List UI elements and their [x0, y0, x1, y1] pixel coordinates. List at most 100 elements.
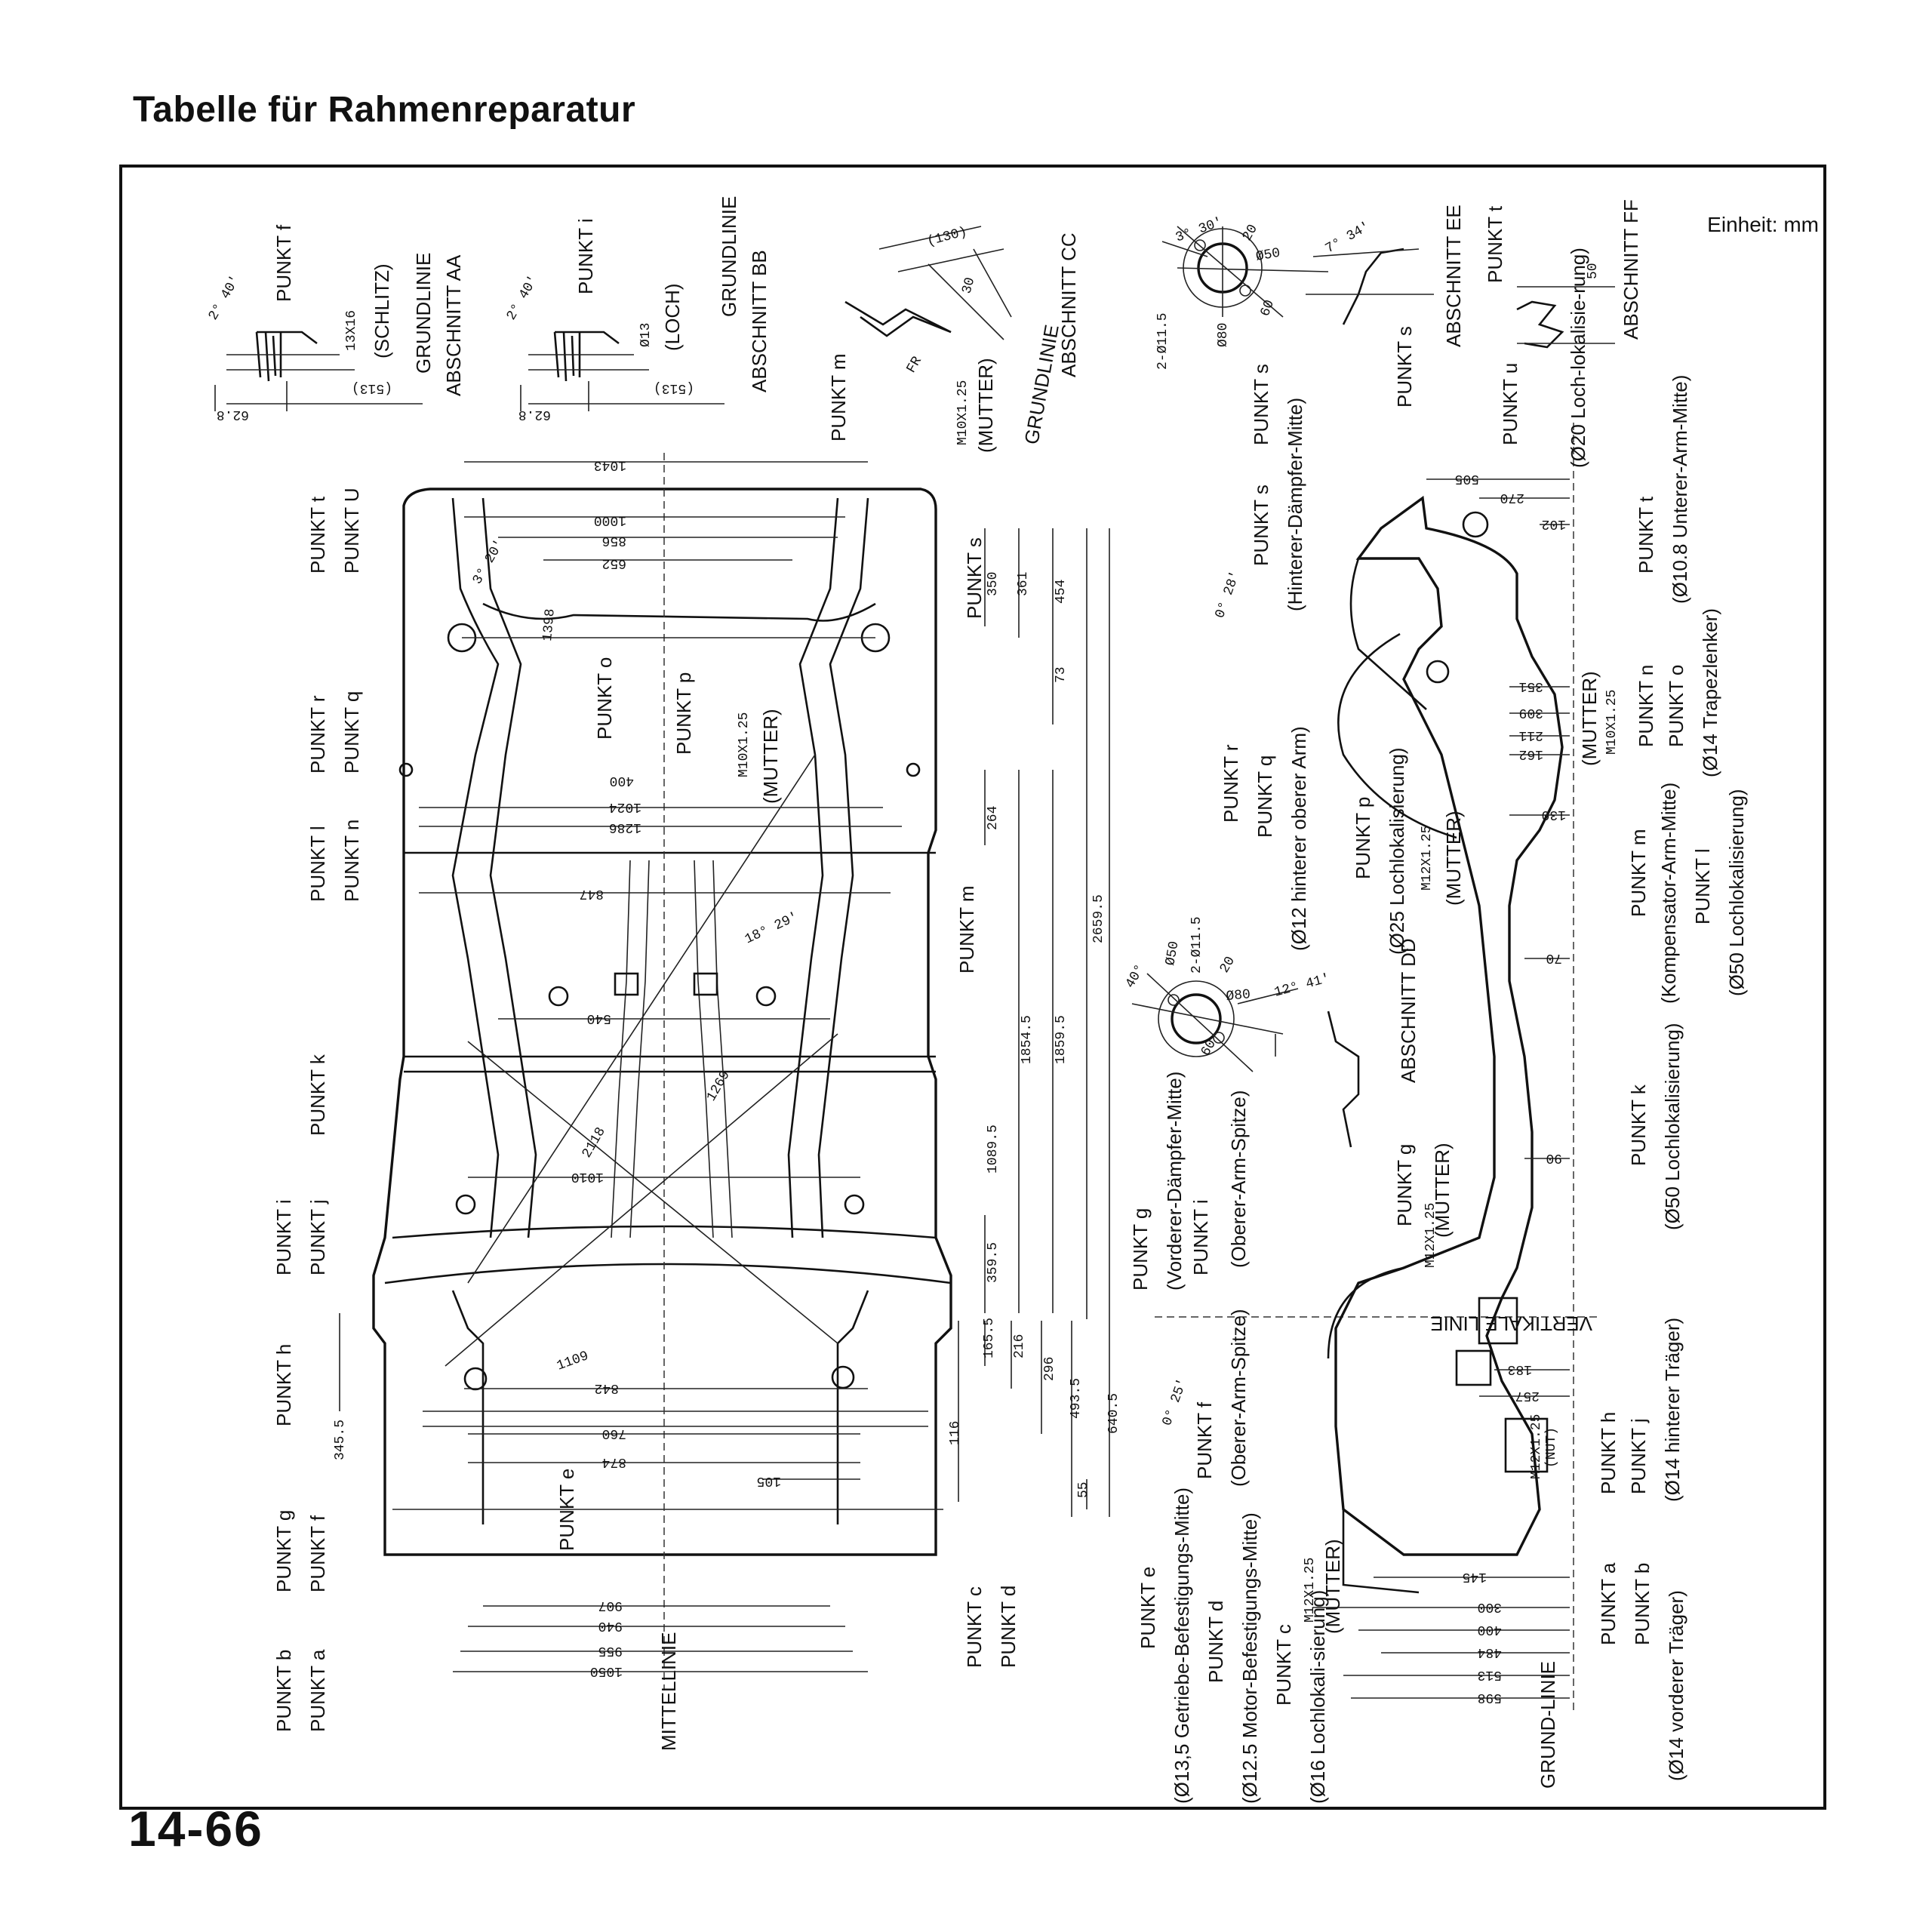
section-ee-name: ABSCHNITT EE: [1442, 205, 1465, 347]
side-label-m: PUNKT m: [1627, 829, 1650, 917]
side-dim-505: 505: [1455, 471, 1479, 486]
side-dim-309: 309: [1519, 705, 1543, 720]
detail-g-angle: 40°: [1123, 962, 1149, 991]
side-label-r: PUNKT r: [1220, 744, 1242, 823]
section-ee-point: PUNKT s: [1393, 326, 1416, 408]
centerline-label: MITTELLINIE: [657, 1632, 680, 1751]
label-punkt-i: PUNKT i: [272, 1199, 295, 1275]
section-bb-size: Ø13: [638, 323, 654, 347]
label-punkt-s: PUNKT s: [963, 537, 986, 619]
label-punkt-f: PUNKT f: [306, 1515, 329, 1592]
side-sub-p: (Ø25 Lochlokalisierung): [1386, 747, 1408, 955]
unit-label: Einheit: mm: [1707, 213, 1819, 236]
section-aa-note: (SCHLITZ): [371, 263, 393, 358]
nut-spec-3: M12X1.25: [1529, 1414, 1544, 1479]
side-sub-i: (Oberer-Arm-Spitze): [1227, 1091, 1250, 1268]
dim-2659-5: 2659.5: [1091, 894, 1106, 943]
side-dim-183: 183: [1508, 1361, 1532, 1377]
section-cc-point: PUNKT m: [827, 353, 850, 441]
dim-345-5: 345.5: [333, 1420, 348, 1460]
side-sub-s: (Hinterer-Dämpfer-Mitte): [1284, 398, 1306, 611]
side-nut-specs: M10X1.25 (MUTTER) M12X1.25 (MUTTER) M12X…: [1303, 671, 1620, 1634]
section-dd-note: (MUTTER): [1431, 1143, 1454, 1238]
detail-g-a1: 20: [1217, 954, 1238, 976]
section-bb-dim-1: 62.8: [518, 407, 551, 422]
section-ff: 50 PUNKT t ABSCHNITT FF: [1484, 199, 1642, 349]
side-sub-g: (Vorderer-Dämpfer-Mitte): [1163, 1072, 1186, 1291]
side-sub-o: (Ø14 Trapezlenker): [1699, 608, 1721, 777]
side-label-j: PUNKT j: [1627, 1418, 1650, 1494]
side-label-k: PUNKT k: [1627, 1084, 1650, 1166]
nut-spec-2: M12X1.25: [1420, 826, 1435, 891]
plan-labels-inner: PUNKT o PUNKT p PUNKT s PUNKT m PUNKT e …: [555, 537, 1020, 1668]
vertical-line-label: VERTIKALE LINIE: [1430, 1312, 1592, 1335]
side-label-s: PUNKT s: [1250, 485, 1272, 566]
ground-line-label: GRUND-LINIE: [1537, 1661, 1559, 1789]
section-ff-name: ABSCHNITT FF: [1620, 199, 1642, 340]
angle-18-29: 18° 29': [743, 909, 801, 947]
section-ff-point: PUNKT t: [1484, 205, 1506, 283]
label-punkt-b: PUNKT b: [272, 1650, 295, 1732]
dim-1269: 1269: [704, 1069, 734, 1104]
section-cc-dim-1: (130): [925, 224, 968, 249]
detail-s-angle: 3° 30': [1174, 215, 1225, 246]
label-punkt-k: PUNKT k: [306, 1054, 329, 1136]
dim-760: 760: [602, 1426, 626, 1441]
plan-labels-left: PUNKT t PUNKT U PUNKT r PUNKT q PUNKT l …: [272, 488, 363, 1732]
side-sub-t: (Ø10.8 Unterer-Arm-Mitte): [1669, 375, 1691, 604]
dim-359-5: 359.5: [986, 1242, 1001, 1283]
dim-73: 73: [1054, 666, 1069, 683]
side-sub-c: (Ø16 Lochlokali-sierung): [1306, 1590, 1329, 1804]
dim-955: 955: [598, 1643, 623, 1658]
label-punkt-l: PUNKT l: [306, 826, 329, 902]
side-dim-484: 484: [1478, 1644, 1502, 1660]
dim-842: 842: [595, 1380, 619, 1395]
dim-652: 652: [602, 555, 626, 571]
dim-105: 105: [757, 1473, 781, 1488]
dim-907: 907: [598, 1598, 623, 1613]
section-aa-point: PUNKT f: [272, 224, 295, 302]
label-punkt-j: PUNKT j: [306, 1199, 329, 1275]
dim-264: 264: [986, 806, 1001, 830]
side-label-u: PUNKT u: [1499, 363, 1521, 445]
label-punkt-e: PUNKT e: [555, 1469, 578, 1551]
side-dim-400: 400: [1478, 1622, 1502, 1637]
dim-1286: 1286: [609, 820, 641, 835]
dim-847: 847: [580, 886, 604, 901]
section-cc-name: ABSCHNITT CC: [1057, 232, 1080, 377]
dim-216: 216: [1012, 1334, 1027, 1358]
section-cc-dim-2: 30: [959, 276, 978, 296]
side-dim-102: 102: [1542, 516, 1566, 531]
side-label-f: PUNKT f: [1193, 1401, 1216, 1479]
dim-55: 55: [1076, 1481, 1091, 1498]
side-dim-70: 70: [1546, 950, 1562, 965]
label-punkt-u: PUNKT U: [340, 488, 363, 574]
label-punkt-h: PUNKT h: [272, 1344, 295, 1426]
dim-1024: 1024: [609, 799, 641, 814]
nut-note-4: (MUTTER): [1321, 1539, 1344, 1634]
dim-1398: 1398: [540, 608, 558, 642]
dim-1010: 1010: [571, 1169, 604, 1184]
dim-361: 361: [1016, 572, 1031, 596]
dim-2118: 2118: [580, 1125, 609, 1161]
side-label-d: PUNKT d: [1204, 1601, 1227, 1683]
label-punkt-t: PUNKT t: [306, 496, 329, 574]
dim-1854-5: 1854.5: [1020, 1015, 1035, 1064]
section-bb-base: GRUNDLINIE: [718, 196, 740, 317]
label-punkt-a: PUNKT a: [306, 1649, 329, 1732]
section-bb-name: ABSCHNITT BB: [748, 250, 771, 392]
nut-note-1: (MUTTER): [1578, 671, 1601, 766]
side-label-n: PUNKT n: [1635, 665, 1657, 747]
side-sub-e: (Ø13,5 Getriebe-Befestigungs-Mitte): [1171, 1487, 1193, 1804]
detail-s-a1: 20: [1240, 222, 1261, 244]
side-angle-0-28: 0° 28': [1213, 569, 1244, 620]
side-sub-d: (Ø12.5 Motor-Befestigungs-Mitte): [1238, 1512, 1261, 1804]
side-label-c: PUNKT c: [1272, 1624, 1295, 1706]
section-aa-dim-1: 62.8: [217, 407, 249, 422]
side-label-t: PUNKT t: [1635, 496, 1657, 574]
section-aa-dim-2: (513): [352, 380, 392, 395]
side-label-e: PUNKT e: [1137, 1567, 1159, 1649]
dim-400: 400: [610, 773, 634, 788]
detail-s-d2: Ø50: [1255, 246, 1281, 265]
